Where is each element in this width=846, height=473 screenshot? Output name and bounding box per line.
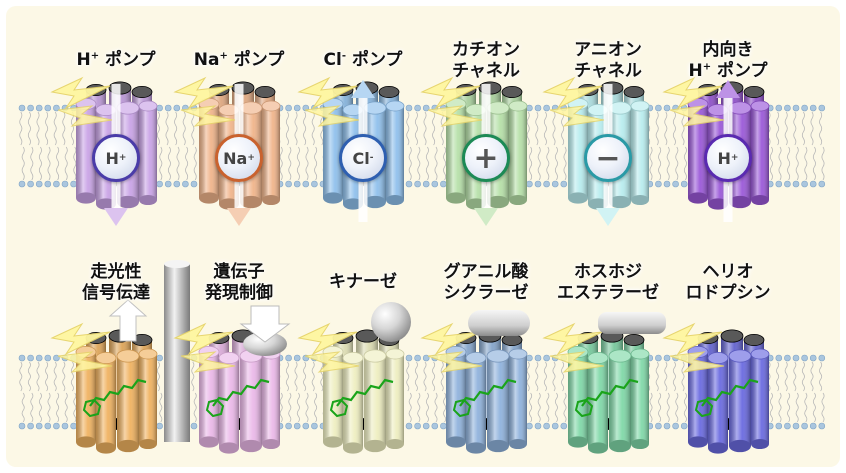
- light-bolt-icon: [542, 76, 605, 127]
- effector-phosphodiesterase: [598, 312, 666, 334]
- ion-cation-channel: +: [462, 134, 510, 182]
- ion-na-pump: Na+: [215, 134, 263, 182]
- label-gene-expression: 遺伝子発現制御: [205, 262, 273, 303]
- ion-h-pump: H+: [92, 134, 140, 182]
- protein-guanylyl-cyclase: [445, 329, 528, 454]
- effector-kinase: [371, 302, 411, 342]
- light-bolt-icon: [297, 322, 360, 373]
- retinal-chromophore: [205, 378, 270, 418]
- label-h-pump: H+ ポンプ: [76, 50, 156, 70]
- light-bolt-icon: [297, 76, 360, 127]
- light-bolt-icon: [173, 76, 236, 127]
- label-na-pump: Na+ ポンプ: [193, 50, 285, 70]
- label-heliorhodopsin: ヘリオロドプシン: [685, 262, 771, 303]
- figure-panel: H+ ポンプ H+ Na+ ポンプ Na+ Cl- ポンプ Cl- カチオンチャネル + アニオ…: [6, 6, 840, 467]
- protein-phosphodiesterase: [567, 329, 650, 454]
- retinal-chromophore: [452, 378, 517, 418]
- retinal-chromophore: [82, 378, 147, 418]
- ion-cl-pump: Cl-: [339, 134, 387, 182]
- label-guanylyl-cyclase: グアニル酸シクラーゼ: [443, 262, 529, 303]
- protein-cl-pump: [322, 81, 405, 210]
- label-kinase: キナーゼ: [329, 272, 397, 292]
- effector-guanylyl-cyclase: [468, 310, 530, 336]
- retinal-chromophore: [329, 378, 394, 418]
- light-bolt-icon: [420, 322, 483, 373]
- retinal-chromophore: [694, 378, 759, 418]
- effector-phototaxis: [108, 260, 190, 442]
- label-cation-channel: カチオンチャネル: [452, 40, 520, 81]
- light-bolt-icon: [420, 76, 483, 127]
- protein-phototaxis: [75, 329, 158, 454]
- label-anion-channel: アニオンチャネル: [574, 40, 642, 81]
- light-bolt-icon: [173, 322, 236, 373]
- label-phototaxis: 走光性信号伝達: [82, 262, 150, 303]
- retinal-chromophore: [574, 378, 639, 418]
- label-cl-pump: Cl- ポンプ: [323, 50, 403, 70]
- protein-gene-expression: [198, 329, 281, 454]
- protein-heliorhodopsin: [687, 329, 770, 454]
- ion-inward-h-pump: H+: [704, 134, 752, 182]
- effector-gene-expression: [239, 305, 291, 356]
- light-bolt-icon: [662, 76, 725, 127]
- protein-kinase: [322, 329, 405, 454]
- label-phosphodiesterase: ホスホジエステラーゼ: [557, 262, 659, 303]
- ion-anion-channel: −: [584, 134, 632, 182]
- light-bolt-icon: [542, 322, 605, 373]
- light-bolt-icon: [50, 76, 113, 127]
- light-bolt-icon: [662, 322, 725, 373]
- light-bolt-icon: [50, 322, 113, 373]
